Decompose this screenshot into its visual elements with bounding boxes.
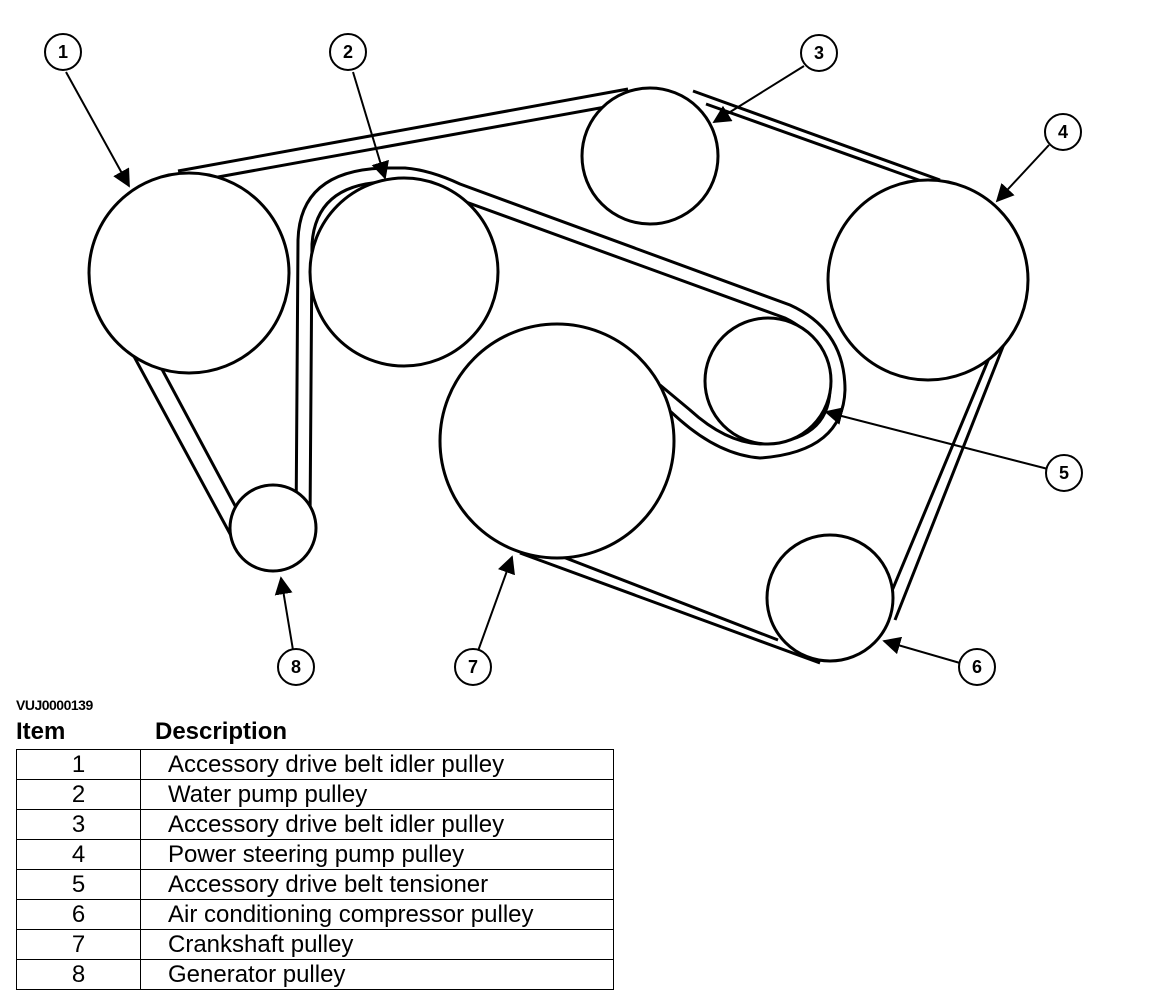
svg-text:8: 8 (291, 657, 301, 677)
item-cell: 4 (16, 839, 141, 870)
figure-code: VUJ0000139 (16, 697, 93, 713)
description-cell: Accessory drive belt idler pulley (140, 809, 614, 840)
pulley-6 (765, 533, 895, 663)
svg-text:6: 6 (972, 657, 982, 677)
table-row: 1 Accessory drive belt idler pulley (16, 749, 614, 780)
table-row: 3 Accessory drive belt idler pulley (16, 809, 614, 840)
leader-3 (712, 65, 805, 123)
callout-2: 2 (329, 33, 367, 71)
description-cell: Accessory drive belt idler pulley (140, 749, 614, 780)
leader-2 (352, 71, 389, 180)
pulleys (87, 86, 1030, 663)
description-cell: Water pump pulley (140, 779, 614, 810)
callouts: 1 2 3 4 5 6 7 8 (44, 33, 1083, 686)
leader-arrows (65, 65, 1050, 664)
item-cell: 2 (16, 779, 141, 810)
table-row: 2 Water pump pulley (16, 779, 614, 810)
leader-6 (882, 636, 961, 664)
callout-7: 7 (454, 648, 492, 686)
item-cell: 6 (16, 899, 141, 930)
belt-routing-diagram: 1 2 3 4 5 6 7 8 (44, 33, 1083, 686)
pulley-3 (580, 86, 720, 226)
svg-text:1: 1 (58, 42, 68, 62)
pulley-4 (826, 178, 1030, 382)
table-row: 5 Accessory drive belt tensioner (16, 869, 614, 900)
pulley-7 (438, 322, 676, 560)
table-row: 8 Generator pulley (16, 959, 614, 990)
item-cell: 8 (16, 959, 141, 990)
description-cell: Accessory drive belt tensioner (140, 869, 614, 900)
table-row: 6 Air conditioning compressor pulley (16, 899, 614, 930)
callout-8: 8 (277, 648, 315, 686)
pulley-8 (228, 483, 318, 573)
item-cell: 7 (16, 929, 141, 960)
table-row: 7 Crankshaft pulley (16, 929, 614, 960)
pulley-2 (308, 176, 500, 368)
leader-8 (274, 576, 294, 651)
description-cell: Power steering pump pulley (140, 839, 614, 870)
leader-1 (65, 71, 130, 188)
callout-3: 3 (800, 34, 838, 72)
svg-text:4: 4 (1058, 122, 1068, 142)
callout-6: 6 (958, 648, 996, 686)
svg-text:7: 7 (468, 657, 478, 677)
description-cell: Generator pulley (140, 959, 614, 990)
table-header-description: Description (155, 718, 288, 745)
pulley-1 (87, 171, 291, 375)
description-cell: Crankshaft pulley (140, 929, 614, 960)
svg-text:2: 2 (343, 42, 353, 62)
description-cell: Air conditioning compressor pulley (140, 899, 614, 930)
pulley-5 (703, 316, 833, 446)
legend-table: 1 Accessory drive belt idler pulley 2 Wa… (16, 749, 614, 990)
leader-5 (824, 407, 1049, 470)
svg-text:3: 3 (814, 43, 824, 63)
table-header-item: Item (16, 718, 66, 745)
svg-text:5: 5 (1059, 463, 1069, 483)
leader-7 (477, 555, 515, 652)
callout-5: 5 (1045, 454, 1083, 492)
callout-1: 1 (44, 33, 82, 71)
item-cell: 5 (16, 869, 141, 900)
table-row: 4 Power steering pump pulley (16, 839, 614, 870)
item-cell: 3 (16, 809, 141, 840)
callout-4: 4 (1044, 113, 1082, 151)
item-cell: 1 (16, 749, 141, 780)
leader-4 (995, 144, 1050, 203)
